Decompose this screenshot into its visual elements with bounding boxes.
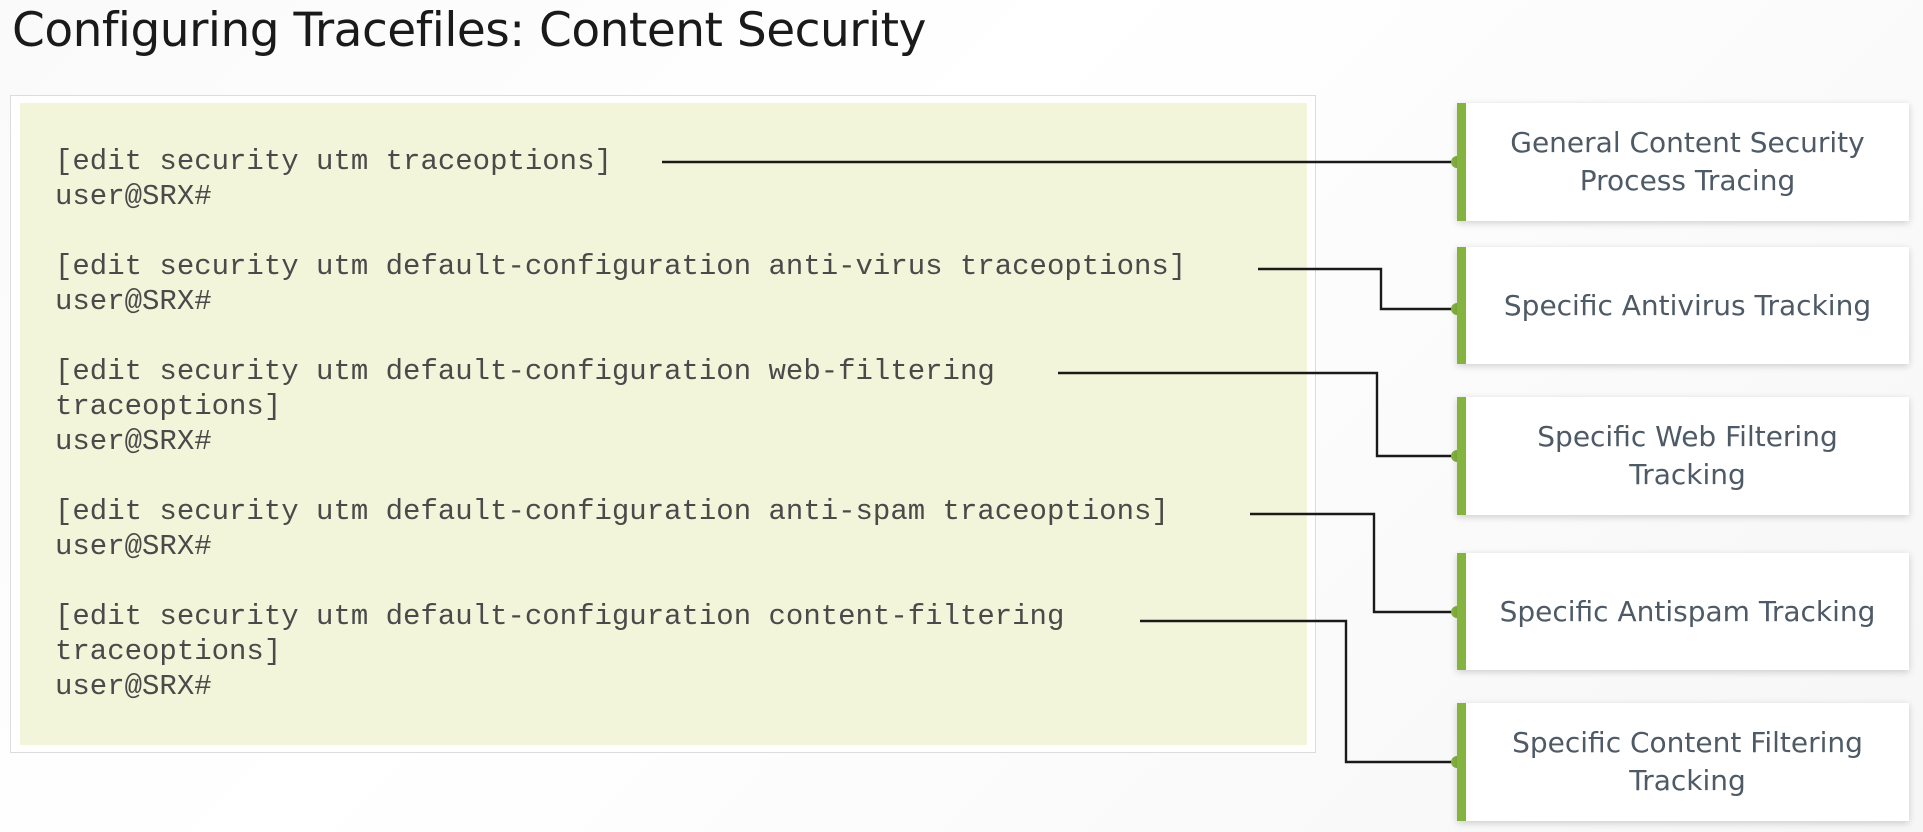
code-line: [edit security utm default-configuration…	[55, 250, 1187, 283]
code-block-web-filtering: [edit security utm default-configuration…	[55, 354, 995, 459]
code-line: [edit security utm default-configuration…	[55, 495, 1169, 528]
callout-label: Specific Antispam Tracking	[1499, 594, 1876, 628]
code-line: [edit security utm traceoptions]	[55, 145, 612, 178]
code-line: user@SRX#	[55, 670, 212, 703]
callout-label: Specific Web Filtering Tracking	[1537, 420, 1838, 491]
callout-general-tracing: General Content Security Process Tracing	[1457, 103, 1909, 221]
code-line: traceoptions]	[55, 390, 282, 423]
callout-web-filtering-tracking: Specific Web Filtering Tracking	[1457, 397, 1909, 515]
code-line: traceoptions]	[55, 635, 282, 668]
code-block-content-filtering: [edit security utm default-configuration…	[55, 599, 1064, 704]
code-line: user@SRX#	[55, 180, 212, 213]
code-block-antivirus: [edit security utm default-configuration…	[55, 249, 1186, 319]
code-line: [edit security utm default-configuration…	[55, 600, 1065, 633]
slide-title: Configuring Tracefiles: Content Security	[12, 3, 926, 58]
callout-antivirus-tracking: Specific Antivirus Tracking	[1457, 247, 1909, 364]
callout-label: General Content Security Process Tracing	[1510, 126, 1865, 197]
code-line: user@SRX#	[55, 425, 212, 458]
callout-label: Specific Antivirus Tracking	[1503, 288, 1872, 322]
callout-label: Specific Content Filtering Tracking	[1512, 726, 1863, 797]
code-block-antispam: [edit security utm default-configuration…	[55, 494, 1169, 564]
callout-antispam-tracking: Specific Antispam Tracking	[1457, 553, 1909, 670]
callout-content-filtering-tracking: Specific Content Filtering Tracking	[1457, 703, 1909, 821]
code-block-general: [edit security utm traceoptions]user@SRX…	[55, 144, 612, 214]
code-line: user@SRX#	[55, 285, 212, 318]
code-line: [edit security utm default-configuration…	[55, 355, 995, 388]
code-line: user@SRX#	[55, 530, 212, 563]
